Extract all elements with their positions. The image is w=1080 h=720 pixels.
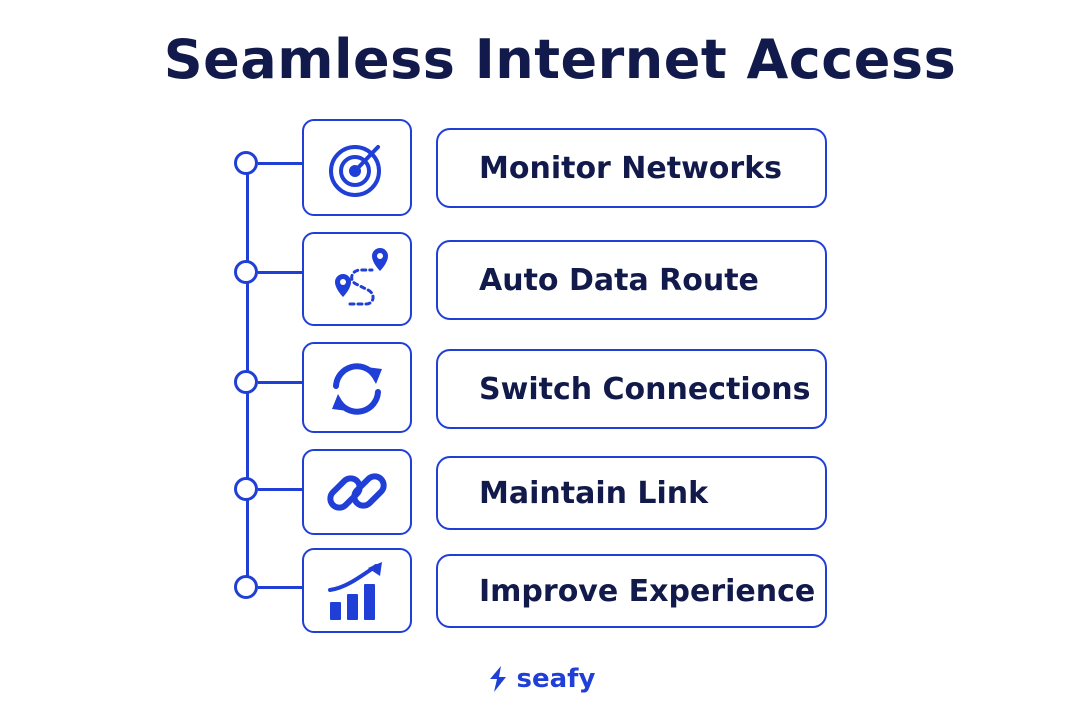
brand-logo: seafy	[0, 664, 1080, 694]
timeline-connector	[258, 162, 302, 165]
lightning-s-logo-icon	[489, 666, 506, 692]
icon-box	[302, 342, 412, 433]
step-label-box: Improve Experience	[436, 554, 827, 628]
step-label-box: Auto Data Route	[436, 240, 827, 320]
step-auto-data-route: Auto Data Route	[0, 0, 1080, 326]
timeline-node	[234, 260, 258, 284]
icon-box	[302, 449, 412, 535]
chain-link-icon	[327, 473, 387, 511]
brand-name: seafy	[516, 664, 596, 694]
icon-box	[302, 119, 412, 216]
step-label: Auto Data Route	[479, 262, 759, 298]
step-monitor-networks: Monitor Networks	[0, 0, 1080, 216]
timeline-connector	[258, 586, 302, 589]
sync-arrows-icon	[332, 362, 382, 415]
timeline-connector	[258, 488, 302, 491]
step-improve-experience: Improve Experience	[0, 0, 1080, 633]
timeline-connector	[258, 271, 302, 274]
step-label-box: Switch Connections	[436, 349, 827, 429]
step-label-box: Monitor Networks	[436, 128, 827, 208]
timeline-connector	[258, 381, 302, 384]
route-pins-icon	[335, 248, 388, 306]
page-title: Seamless Internet Access	[163, 28, 957, 91]
step-maintain-link: Maintain Link	[0, 0, 1080, 535]
timeline-node	[234, 151, 258, 175]
step-label: Switch Connections	[479, 371, 811, 407]
timeline-node	[234, 477, 258, 501]
step-label: Improve Experience	[479, 573, 816, 609]
icon-box	[302, 548, 412, 633]
step-label: Maintain Link	[479, 475, 709, 511]
radar-target-icon	[329, 144, 381, 197]
timeline-node	[234, 575, 258, 599]
icon-box	[302, 232, 412, 326]
step-label: Monitor Networks	[479, 150, 783, 186]
timeline-node	[234, 370, 258, 394]
step-switch-connections: Switch Connections	[0, 0, 1080, 433]
growth-chart-icon	[328, 561, 382, 620]
step-label-box: Maintain Link	[436, 456, 827, 530]
